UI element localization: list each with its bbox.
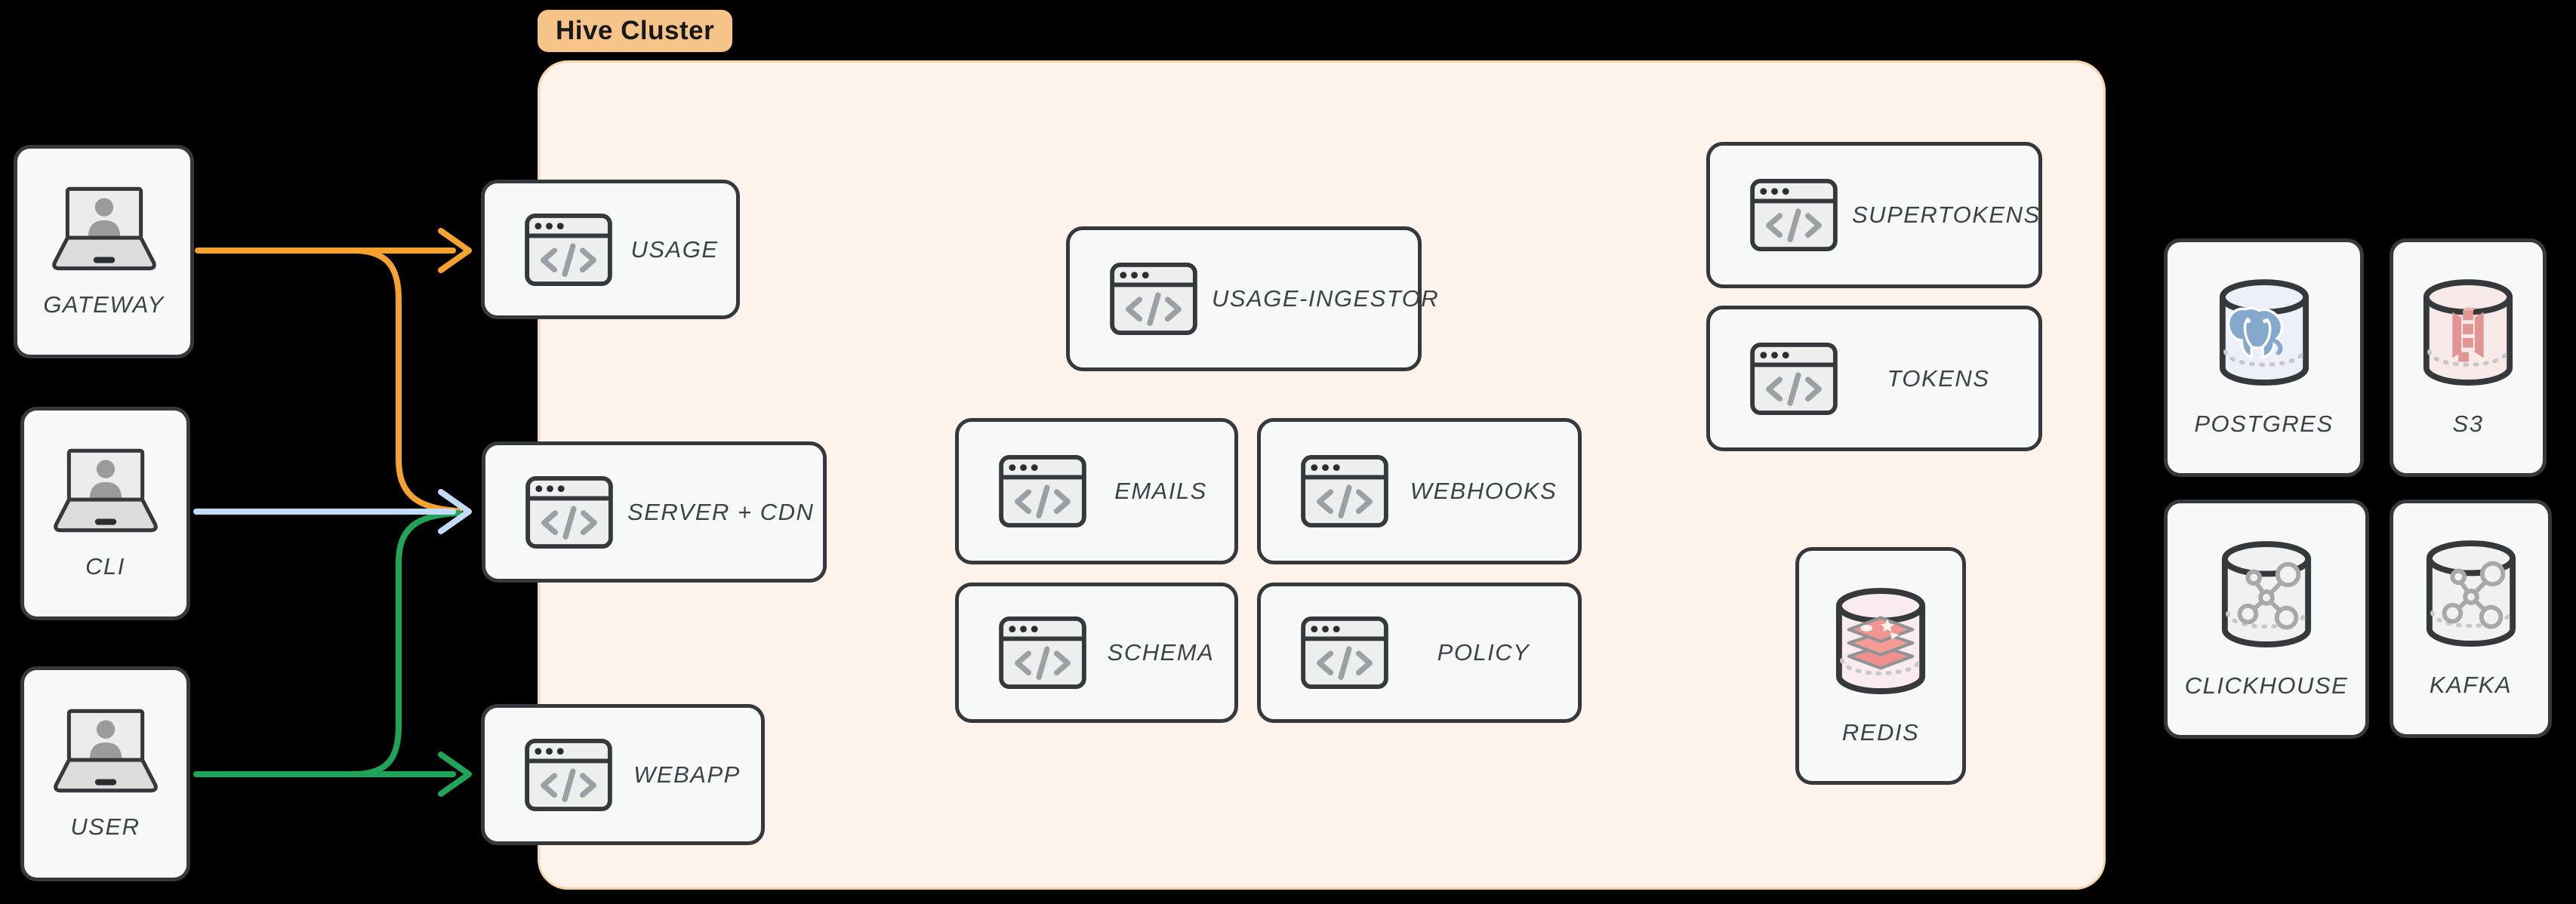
kafka-database-icon	[2423, 539, 2519, 652]
connection-user-webapp	[193, 752, 472, 797]
laptop-user-icon	[48, 707, 163, 795]
node-schema: SCHEMA	[955, 583, 1238, 723]
node-emails: EMAILS	[955, 418, 1238, 564]
node-usage-ingestor: USAGE-INGESTOR	[1066, 226, 1438, 371]
node-webapp-label: WEBAPP	[633, 761, 741, 788]
node-webhooks-label: WEBHOOKS	[1410, 478, 1558, 504]
node-kafka-label: KAFKA	[2429, 672, 2513, 698]
postgres-database-icon	[2216, 278, 2313, 391]
redis-database-icon	[1832, 586, 1929, 700]
node-s3-label: S3	[2452, 410, 2484, 437]
node-tokens: TOKENS	[1706, 306, 2042, 451]
node-usage-label: USAGE	[630, 235, 719, 263]
node-kafka: KAFKA	[2390, 500, 2552, 738]
connection-cli-server-cdn	[193, 489, 472, 534]
node-redis-label: REDIS	[1841, 718, 1920, 746]
node-s3: S3	[2390, 238, 2547, 477]
clickhouse-database-icon	[2218, 540, 2315, 653]
hive-cluster-badge: Hive Cluster	[538, 10, 733, 52]
code-window-icon	[1300, 616, 1389, 690]
code-window-icon	[524, 738, 613, 812]
connection-gateway-usage	[195, 228, 472, 273]
code-window-icon	[525, 475, 614, 549]
code-window-icon	[1749, 178, 1838, 252]
node-clickhouse-label: CLICKHOUSE	[2184, 672, 2349, 699]
node-redis: REDIS	[1795, 547, 1966, 785]
code-window-icon	[524, 213, 613, 287]
node-server-cdn-label: SERVER + CDN	[627, 498, 815, 525]
node-webhooks: WEBHOOKS	[1257, 418, 1582, 564]
connection-gateway-server-cdn	[350, 248, 462, 514]
node-server-cdn: SERVER + CDN	[482, 441, 827, 583]
node-gateway: GATEWAY	[14, 145, 194, 358]
code-window-icon	[998, 616, 1087, 690]
s3-database-icon	[2420, 278, 2516, 391]
code-window-icon	[998, 454, 1087, 528]
node-user-label: USER	[70, 813, 140, 840]
node-supertokens-label: SUPERTOKENS	[1852, 201, 2041, 228]
laptop-user-icon	[48, 447, 163, 535]
laptop-user-icon	[47, 185, 162, 273]
node-tokens-label: TOKENS	[1887, 364, 1990, 392]
code-window-icon	[1109, 262, 1198, 336]
node-emails-label: EMAILS	[1114, 478, 1207, 504]
node-clickhouse: CLICKHOUSE	[2164, 500, 2369, 739]
node-postgres-label: POSTGRES	[2194, 410, 2334, 437]
code-window-icon	[1749, 342, 1838, 416]
node-policy: POLICY	[1257, 583, 1582, 723]
node-user: USER	[20, 666, 190, 881]
node-usage: USAGE	[481, 180, 740, 319]
node-policy-label: POLICY	[1437, 639, 1530, 666]
node-cli-label: CLI	[85, 553, 125, 580]
code-window-icon	[1300, 454, 1389, 528]
node-webapp: WEBAPP	[481, 704, 765, 845]
node-cli: CLI	[20, 407, 190, 620]
connection-user-server-cdn	[350, 510, 462, 777]
node-usage-ingestor-label: USAGE-INGESTOR	[1212, 285, 1440, 312]
node-supertokens: SUPERTOKENS	[1706, 142, 2042, 288]
node-schema-label: SCHEMA	[1107, 639, 1215, 666]
node-gateway-label: GATEWAY	[43, 291, 165, 318]
node-postgres: POSTGRES	[2164, 238, 2364, 477]
